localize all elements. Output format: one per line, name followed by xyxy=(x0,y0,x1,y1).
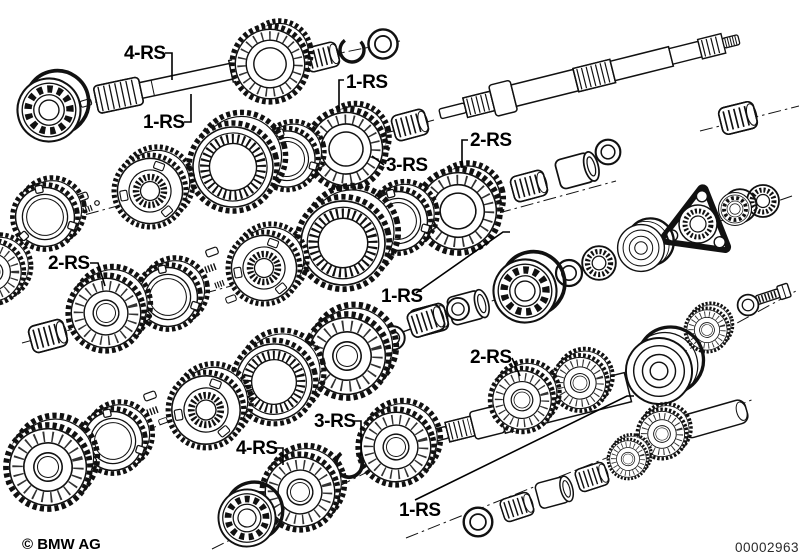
part-shift-key xyxy=(142,390,158,402)
part-label-1rs-gear1[interactable]: 1-RS xyxy=(346,72,388,93)
part-needle-cage xyxy=(574,461,611,493)
part-label-4rs-input[interactable]: 4-RS xyxy=(124,43,166,64)
countershaft-assembly xyxy=(426,342,633,451)
part-synchro-hub xyxy=(104,139,202,235)
part-label-4rs-gear4[interactable]: 4-RS xyxy=(236,438,278,459)
part-ball xyxy=(94,200,100,206)
part-label-2rs-gear2[interactable]: 2-RS xyxy=(470,130,512,151)
drawing-number: 00002963 xyxy=(735,540,799,555)
input-shaft-assembly xyxy=(11,14,399,147)
part-label-1rs-idler[interactable]: 1-RS xyxy=(399,500,441,521)
part-spring xyxy=(147,409,158,413)
part-needle-cage xyxy=(27,318,70,354)
mainshaft-assembly xyxy=(438,32,760,136)
part-washer xyxy=(462,506,494,538)
part-washer xyxy=(736,293,760,317)
part-input-gear xyxy=(223,14,321,110)
part-ball-bearing xyxy=(487,247,570,328)
part-label-2rs-cluster[interactable]: 2-RS xyxy=(48,253,90,274)
idler-group xyxy=(462,398,749,538)
part-spring xyxy=(205,266,216,270)
part-thrust-washer xyxy=(367,28,399,60)
part-shift-sleeve xyxy=(177,103,297,221)
synchro-cluster-upper xyxy=(5,96,430,256)
part-label-1rs-mainshaft[interactable]: 1-RS xyxy=(381,286,423,307)
part-synchro-ring xyxy=(5,172,92,256)
part-pinion-gear xyxy=(679,298,739,357)
part-shift-key xyxy=(224,293,238,305)
part-third-gear xyxy=(348,392,451,494)
part-needle-cage xyxy=(390,108,431,142)
part-label-3rs-ring[interactable]: 3-RS xyxy=(386,155,428,176)
copyright-notice: © BMW AG xyxy=(22,536,101,553)
part-grooved-ring xyxy=(616,217,675,273)
part-washer xyxy=(594,138,622,166)
leader-lines xyxy=(90,52,634,501)
part-main-shaft xyxy=(438,32,741,120)
part-snap-ring xyxy=(333,31,371,69)
part-shift-key xyxy=(204,246,220,258)
part-shift-key xyxy=(157,416,169,426)
part-label-1rs-input[interactable]: 1-RS xyxy=(143,112,185,133)
part-collar-nut xyxy=(747,185,779,217)
part-label-2rs-countershaft[interactable]: 2-RS xyxy=(470,347,512,368)
part-idler-shaft xyxy=(680,399,749,439)
part-spring xyxy=(215,282,225,285)
part-washer xyxy=(446,297,470,321)
part-splined-ring xyxy=(582,246,616,280)
part-label-3rs-circlip[interactable]: 3-RS xyxy=(314,411,356,432)
part-needle-cage xyxy=(717,100,759,135)
part-spacer-tube xyxy=(533,474,577,510)
part-spacer-bush xyxy=(553,149,603,191)
part-needle-cage xyxy=(499,491,536,523)
rear-bearing-group xyxy=(617,283,791,411)
part-needle-cage xyxy=(509,169,550,203)
